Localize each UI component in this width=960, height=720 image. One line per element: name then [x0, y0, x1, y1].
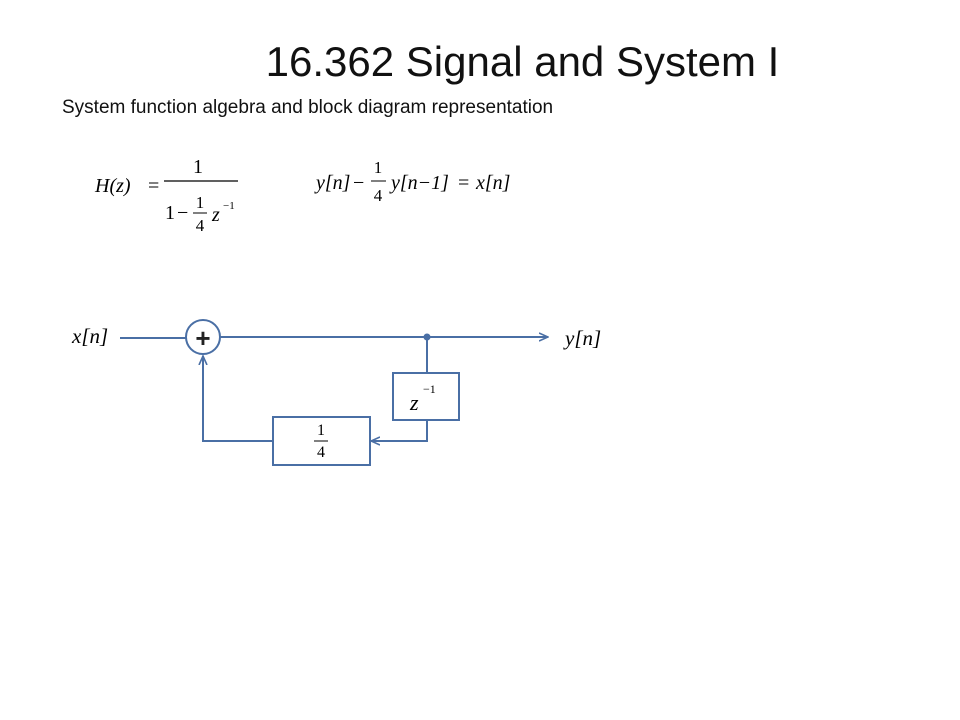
output-label: y[n] — [563, 326, 601, 350]
block-diagram — [120, 319, 548, 466]
feedback-to-adder-arrow — [203, 356, 273, 442]
transfer-quarter-num: 1 — [196, 193, 205, 212]
slide-subtitle: System function algebra and block diagra… — [62, 97, 554, 118]
transfer-z-exponent: −1 — [223, 200, 235, 212]
diffeq-yn: y[n] — [314, 172, 350, 194]
diffeq-equals: = — [458, 172, 469, 194]
transfer-equals: = — [148, 175, 159, 197]
diffeq-xn: x[n] — [475, 172, 510, 194]
delay-to-gain-arrow — [371, 420, 428, 441]
diffeq-minus: − — [353, 172, 364, 194]
transfer-z: z — [211, 204, 220, 226]
difference-equation: y[n] − 1 4 y[n−1] = x[n] — [314, 158, 510, 205]
adder-plus-icon: + — [195, 323, 210, 353]
delay-block — [392, 372, 460, 421]
transfer-quarter-den: 4 — [196, 216, 205, 235]
diffeq-quarter-den: 4 — [374, 186, 383, 205]
diffeq-yn-minus-1: y[n−1] — [389, 172, 449, 194]
transfer-den-one: 1 — [165, 202, 175, 224]
delay-exponent: −1 — [423, 382, 436, 396]
transfer-den-minus: − — [177, 202, 188, 224]
gain-denominator: 4 — [317, 444, 325, 461]
input-label: x[n] — [71, 324, 108, 348]
transfer-function-equation: H(z) = 1 1 − 1 4 z −1 — [94, 156, 238, 235]
slide-title: 16.362 Signal and System I — [265, 38, 780, 85]
transfer-lhs: H(z) — [94, 175, 131, 197]
delay-z: z — [409, 390, 419, 415]
diffeq-quarter-num: 1 — [374, 158, 383, 177]
transfer-numerator: 1 — [193, 156, 203, 178]
gain-numerator: 1 — [317, 422, 325, 439]
